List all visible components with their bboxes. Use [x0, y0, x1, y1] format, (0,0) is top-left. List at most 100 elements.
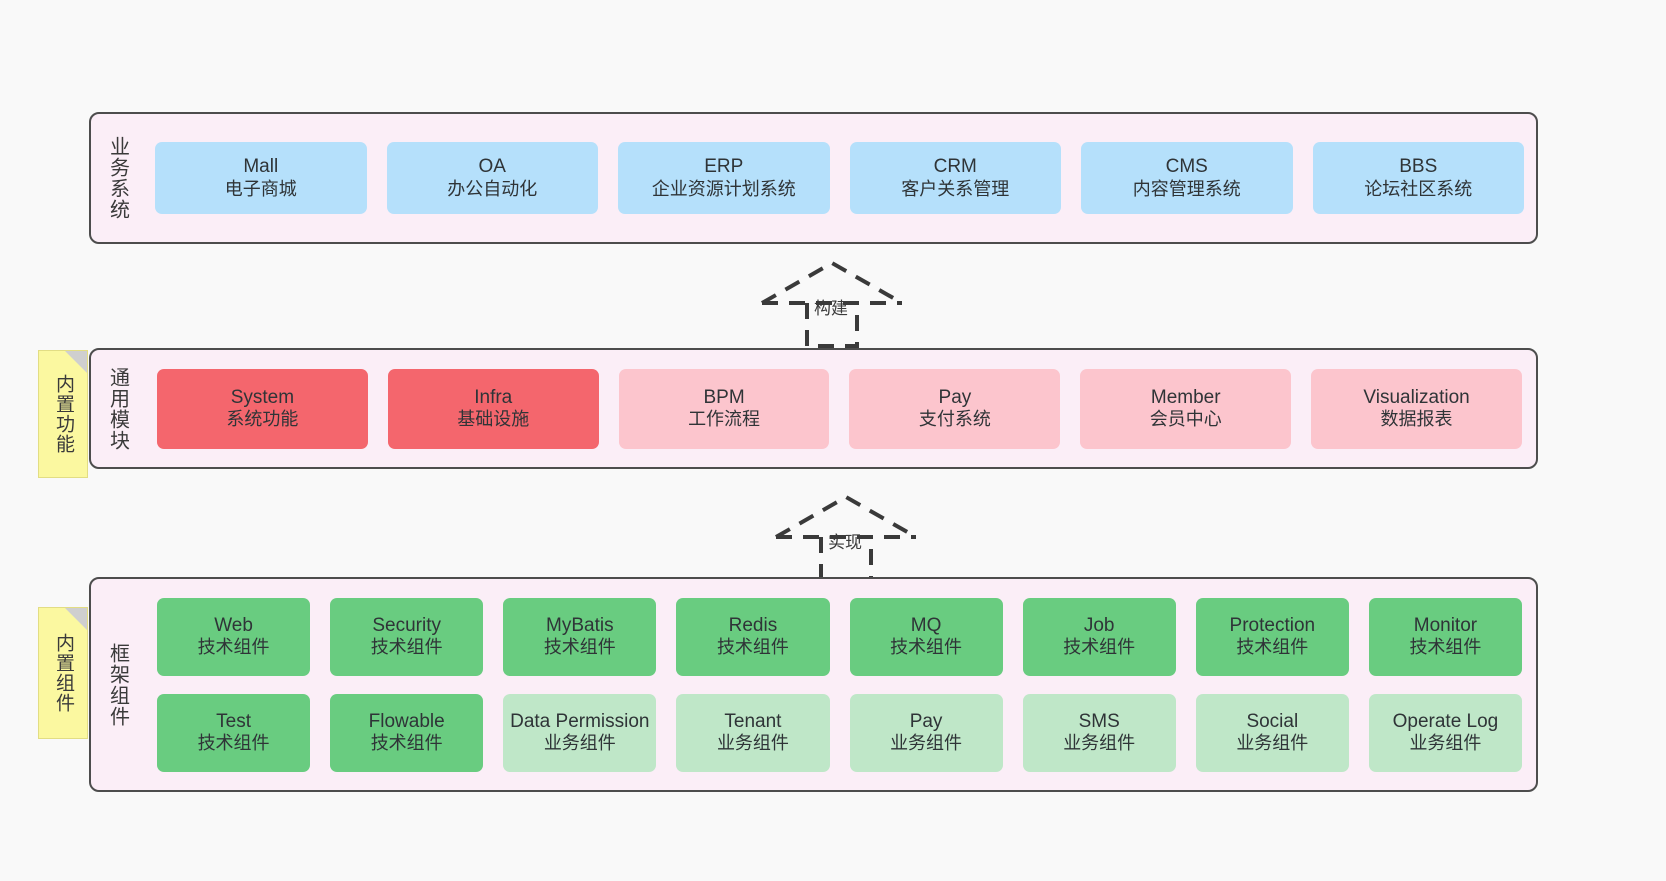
card-subtitle: 论坛社区系统 — [1364, 178, 1473, 199]
card-title: MQ — [910, 614, 942, 636]
card-subtitle: 技术组件 — [716, 637, 789, 658]
module-card-system[interactable]: System 系统功能 — [157, 368, 368, 449]
card-title: System — [230, 386, 295, 408]
component-card-mybatis[interactable]: MyBatis 技术组件 — [503, 597, 657, 676]
component-card-protection[interactable]: Protection 技术组件 — [1195, 597, 1349, 676]
card-subtitle: 业务组件 — [1063, 733, 1136, 754]
component-card-test[interactable]: Test 技术组件 — [157, 693, 311, 772]
card-title: ERP — [704, 156, 744, 178]
component-card-redis[interactable]: Redis 技术组件 — [676, 597, 830, 676]
card-title: Tenant — [724, 710, 782, 732]
component-card-operate-log[interactable]: Operate Log 业务组件 — [1368, 693, 1522, 772]
card-title: Test — [216, 710, 251, 732]
component-card-social[interactable]: Social 业务组件 — [1195, 693, 1349, 772]
card-title: CRM — [933, 156, 977, 178]
card-subtitle: 客户关系管理 — [901, 178, 1010, 199]
note-fold-icon — [65, 351, 87, 373]
card-title: Monitor — [1413, 614, 1478, 636]
card-title: Infra — [474, 386, 513, 408]
card-subtitle: 系统功能 — [226, 409, 299, 430]
component-card-security[interactable]: Security 技术组件 — [330, 597, 484, 676]
card-subtitle: 业务组件 — [1236, 733, 1309, 754]
card-title: Protection — [1229, 614, 1316, 636]
component-card-mq[interactable]: MQ 技术组件 — [849, 597, 1003, 676]
component-card-sms[interactable]: SMS 业务组件 — [1022, 693, 1176, 772]
card-title: Web — [214, 614, 253, 636]
layer-business-systems: 业务系统 Mall 电子商城 OA 办公自动化 ERP 企业资源计划系统 CRM… — [89, 112, 1538, 244]
module-card-visualization[interactable]: Visualization 数据报表 — [1311, 368, 1522, 449]
card-title: Mall — [243, 156, 279, 178]
component-card-monitor[interactable]: Monitor 技术组件 — [1368, 597, 1522, 676]
common-row: System 系统功能 Infra 基础设施 BPM 工作流程 Pay 支付系统… — [157, 368, 1522, 449]
card-subtitle: 企业资源计划系统 — [651, 178, 796, 199]
card-subtitle: 基础设施 — [457, 409, 530, 430]
card-title: Member — [1150, 386, 1221, 408]
card-subtitle: 技术组件 — [543, 637, 616, 658]
card-title: Redis — [728, 614, 778, 636]
business-card-crm[interactable]: CRM 客户关系管理 — [849, 142, 1061, 214]
card-title: MyBatis — [546, 614, 614, 636]
card-title: Visualization — [1363, 386, 1470, 408]
card-title: CMS — [1165, 156, 1208, 178]
card-subtitle: 技术组件 — [197, 733, 270, 754]
module-card-pay[interactable]: Pay 支付系统 — [849, 368, 1061, 449]
layer-body-framework: Web 技术组件 Security 技术组件 MyBatis 技术组件 Redi… — [143, 579, 1536, 790]
component-card-flowable[interactable]: Flowable 技术组件 — [330, 693, 484, 772]
card-subtitle: 会员中心 — [1149, 409, 1222, 430]
card-subtitle: 技术组件 — [1236, 637, 1309, 658]
card-title: Social — [1246, 710, 1299, 732]
note-fold-icon — [65, 608, 87, 630]
connector-build-label: 构建 — [814, 299, 848, 318]
component-card-job[interactable]: Job 技术组件 — [1022, 597, 1176, 676]
component-card-data-permission[interactable]: Data Permission 业务组件 — [503, 693, 657, 772]
layer-title-framework: 框架组件 — [106, 642, 129, 727]
card-subtitle: 业务组件 — [890, 733, 963, 754]
note-builtin-components: 内置组件 — [38, 607, 88, 739]
card-subtitle: 业务组件 — [543, 733, 616, 754]
business-card-cms[interactable]: CMS 内容管理系统 — [1081, 142, 1293, 214]
card-subtitle: 技术组件 — [1409, 637, 1482, 658]
layer-common-modules: 通用模块 System 系统功能 Infra 基础设施 BPM 工作流程 Pay… — [89, 348, 1538, 469]
card-subtitle: 内容管理系统 — [1132, 178, 1241, 199]
card-title: SMS — [1078, 710, 1120, 732]
card-subtitle: 数据报表 — [1380, 409, 1453, 430]
card-title: Operate Log — [1392, 710, 1499, 732]
component-card-tenant[interactable]: Tenant 业务组件 — [676, 693, 830, 772]
business-card-mall[interactable]: Mall 电子商城 — [155, 142, 367, 214]
connector-implement-label: 实现 — [828, 533, 862, 552]
card-title: Pay — [938, 386, 972, 408]
module-card-member[interactable]: Member 会员中心 — [1080, 368, 1292, 449]
framework-row-business: Test 技术组件 Flowable 技术组件 Data Permission … — [157, 693, 1522, 772]
layer-body-common: System 系统功能 Infra 基础设施 BPM 工作流程 Pay 支付系统… — [143, 350, 1536, 467]
card-subtitle: 技术组件 — [370, 637, 443, 658]
card-subtitle: 技术组件 — [890, 637, 963, 658]
layer-title-common: 通用模块 — [106, 366, 129, 451]
card-subtitle: 电子商城 — [224, 178, 297, 199]
card-title: OA — [478, 156, 506, 178]
card-subtitle: 技术组件 — [370, 733, 443, 754]
card-subtitle: 支付系统 — [918, 409, 991, 430]
module-card-bpm[interactable]: BPM 工作流程 — [618, 368, 830, 449]
card-title: Security — [372, 614, 441, 636]
card-title: Flowable — [368, 710, 445, 732]
module-card-infra[interactable]: Infra 基础设施 — [387, 368, 599, 449]
note-builtin-features: 内置功能 — [38, 350, 88, 478]
component-card-pay[interactable]: Pay 业务组件 — [849, 693, 1003, 772]
layer-title-business: 业务系统 — [106, 136, 129, 220]
card-title: BPM — [703, 386, 745, 408]
card-title: Data Permission — [510, 710, 650, 732]
business-row: Mall 电子商城 OA 办公自动化 ERP 企业资源计划系统 CRM 客户关系… — [155, 142, 1524, 214]
business-card-bbs[interactable]: BBS 论坛社区系统 — [1312, 142, 1524, 214]
card-title: BBS — [1399, 156, 1438, 178]
card-title: Pay — [909, 710, 943, 732]
card-subtitle: 技术组件 — [197, 637, 270, 658]
business-card-erp[interactable]: ERP 企业资源计划系统 — [618, 142, 830, 214]
card-subtitle: 技术组件 — [1063, 637, 1136, 658]
business-card-oa[interactable]: OA 办公自动化 — [386, 142, 598, 214]
layer-framework-components: 框架组件 Web 技术组件 Security 技术组件 MyBatis 技术组件… — [89, 577, 1538, 792]
layer-body-business: Mall 电子商城 OA 办公自动化 ERP 企业资源计划系统 CRM 客户关系… — [143, 114, 1536, 242]
card-subtitle: 办公自动化 — [447, 178, 538, 199]
component-card-web[interactable]: Web 技术组件 — [157, 597, 311, 676]
note-components-label: 内置组件 — [52, 633, 74, 713]
